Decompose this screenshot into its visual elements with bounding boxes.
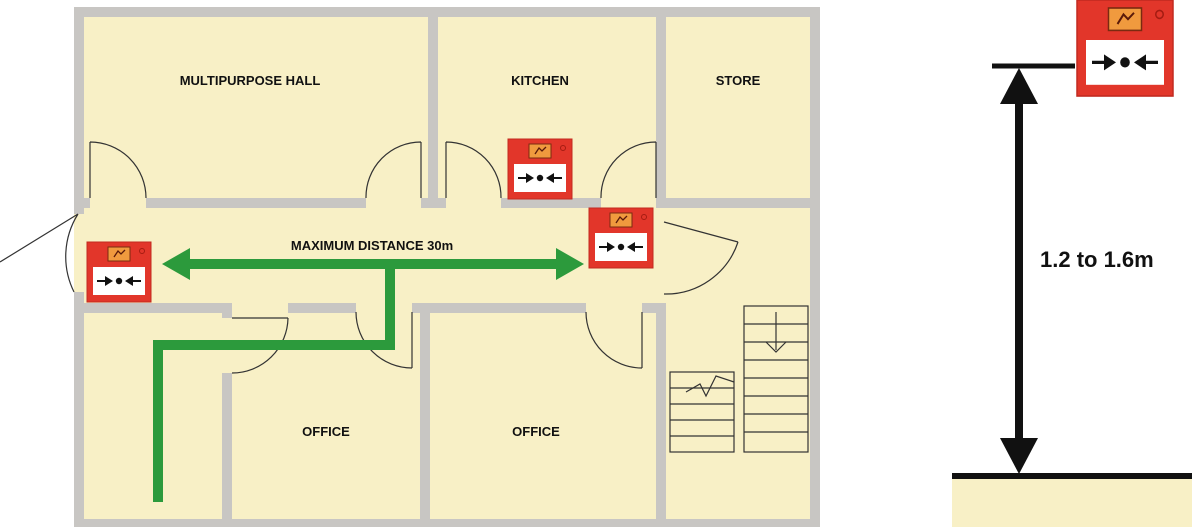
stair-area-floor (666, 208, 810, 519)
store-floor (666, 17, 810, 198)
multipurpose-hall-floor (84, 17, 428, 198)
mounting-height-diagram: 1.2 to 1.6m (952, 0, 1192, 527)
ground-fill (952, 477, 1192, 527)
height-arrow-down (1000, 438, 1038, 474)
office-right-label: OFFICE (512, 424, 560, 439)
call-point-icon-kitchen (507, 138, 573, 200)
doors (0, 141, 739, 374)
max-distance-arrow-right (556, 248, 584, 280)
travel-route (153, 248, 584, 502)
route-path (153, 264, 395, 502)
mounting-height-label: 1.2 to 1.6m (1040, 247, 1154, 272)
height-arrow-up (1000, 68, 1038, 104)
floor-plan: MULTIPURPOSE HALL KITCHEN STORE OFFICE O… (0, 7, 820, 527)
call-point-icon-elevation (1075, 0, 1175, 98)
max-distance-label: MAXIMUM DISTANCE 30m (291, 238, 453, 253)
store-label: STORE (716, 73, 761, 88)
max-distance-arrow-left (162, 248, 190, 280)
call-point-icon-corridor-right (588, 207, 654, 269)
multipurpose-hall-label: MULTIPURPOSE HALL (180, 73, 321, 88)
call-point-icon-corridor-left (86, 241, 152, 303)
kitchen-label: KITCHEN (511, 73, 569, 88)
stairs (669, 305, 809, 453)
office-right-floor (430, 313, 656, 519)
office-left-label: OFFICE (302, 424, 350, 439)
